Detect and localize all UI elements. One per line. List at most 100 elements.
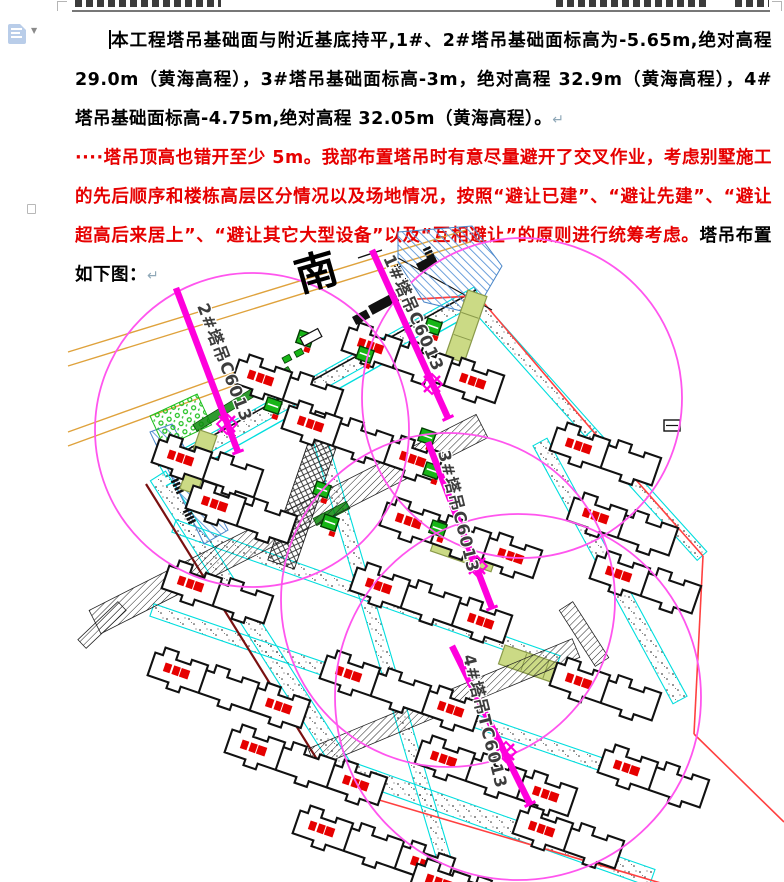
crane-jib-line	[424, 440, 496, 610]
building-number-label	[436, 700, 447, 712]
return-mark: ↵	[147, 268, 160, 284]
hoist-red-mark	[431, 334, 439, 342]
barcode-bar	[175, 488, 185, 495]
building-number-label	[445, 703, 455, 715]
hoist-red-mark	[303, 346, 311, 354]
building-row	[378, 496, 544, 580]
paragraph-crane-foundation: 本工程塔吊基础面与附近基底持平,1#、2#塔吊基础面标高为-5.65m,绝对高程…	[75, 22, 772, 140]
building-number-label	[438, 753, 448, 765]
crane-jib-end-tick	[485, 604, 499, 612]
building-outline	[511, 804, 626, 870]
barcode-bar	[184, 511, 193, 518]
building-row	[150, 433, 265, 499]
margin-mark-left	[57, 1, 67, 11]
hoist-box-slit	[432, 526, 444, 532]
crane-base-x	[497, 743, 515, 761]
building-number-label	[273, 700, 283, 712]
hoist-box	[427, 519, 449, 544]
yard-cell-line	[461, 311, 479, 319]
building-outline	[588, 549, 703, 615]
building-number-label	[407, 453, 417, 465]
building-number-label	[612, 759, 623, 771]
building-outline	[223, 723, 389, 807]
paste-options-icon[interactable]	[8, 24, 26, 44]
building-number-label	[512, 553, 525, 565]
site-facility-solid	[416, 254, 438, 272]
building-row	[318, 649, 484, 733]
yard-cell-line	[453, 333, 471, 341]
hoist-red-mark	[320, 497, 328, 505]
building-number-label	[182, 455, 195, 467]
doc-icon-fold	[20, 24, 26, 30]
building-number-label	[350, 671, 363, 683]
material-yard	[444, 289, 488, 364]
building-number-label	[475, 615, 485, 627]
hoist-red-mark	[436, 536, 444, 544]
hoist-box-slit	[267, 403, 279, 409]
building-outline	[280, 399, 446, 483]
crane-radius-circle	[334, 513, 702, 881]
building-number-label	[458, 372, 469, 384]
barcode-bar	[426, 253, 435, 259]
building-outline	[184, 479, 299, 545]
red-boundary-line	[351, 791, 661, 882]
paragraph1-text: 本工程塔吊基础面与附近基底持平,1#、2#塔吊基础面标高为-5.65m,绝对高程…	[75, 31, 772, 129]
building-number-label	[573, 440, 583, 452]
building-number-label	[394, 512, 405, 524]
building-number-label	[467, 375, 477, 387]
building-number-label	[200, 495, 211, 507]
barcode-bar	[187, 518, 197, 525]
building-row	[548, 421, 663, 487]
crane-radius-circle	[280, 432, 616, 768]
building-number-label	[166, 449, 177, 461]
building-row	[230, 353, 345, 419]
building-row	[223, 723, 389, 807]
barcode-bar	[422, 246, 432, 252]
hatched-strip	[77, 601, 127, 649]
building-number-label	[540, 788, 550, 800]
building-number-label	[403, 515, 413, 527]
road-band	[468, 296, 596, 438]
building-number-label	[239, 739, 250, 751]
building-number-label	[343, 668, 353, 680]
building-number-label	[255, 372, 265, 384]
building-number-label	[505, 550, 515, 562]
site-facility-green	[293, 347, 305, 358]
building-number-label	[564, 672, 575, 684]
south-label: 南	[289, 243, 343, 302]
building-number-label	[482, 618, 495, 630]
chevron-down-icon[interactable]: ▼	[31, 26, 38, 35]
power-tower-mark	[393, 264, 402, 271]
building-number-label	[248, 742, 258, 754]
clipped-header-text-far-right	[735, 0, 769, 7]
building-number-label	[246, 369, 257, 381]
building-number-label	[543, 826, 556, 838]
building-number-label	[316, 823, 326, 835]
building-number-label	[547, 791, 560, 803]
building-number-label	[580, 443, 593, 455]
crane-base-x	[423, 375, 441, 393]
crane-jib-end-tick	[441, 414, 455, 422]
hoist-box-slit	[426, 468, 438, 474]
hoist-box-slit	[324, 520, 336, 526]
building-number-label	[264, 697, 275, 709]
return-mark: ↵	[552, 112, 565, 128]
building-number-label	[372, 343, 385, 355]
red-boundary-line	[477, 295, 593, 431]
paragraph-crane-arrangement: ····塔吊顶高也错开至少 5m。我部布置塔吊时有意尽量避开了交叉作业，考虑别墅…	[75, 139, 772, 296]
building-number-label	[620, 571, 633, 583]
hoist-box-slit	[427, 324, 439, 330]
power-tower-mark	[401, 278, 410, 285]
crane-jib-end-tick	[523, 799, 537, 809]
building-row	[348, 561, 514, 645]
hoist-box	[319, 513, 341, 538]
building-number-label	[613, 568, 623, 580]
hoist-red-mark	[328, 530, 336, 538]
building-number-label	[380, 583, 393, 595]
building-row	[588, 549, 703, 615]
red-boundary-line	[693, 555, 704, 735]
building-outline	[565, 491, 680, 557]
hoist-box	[262, 396, 284, 421]
